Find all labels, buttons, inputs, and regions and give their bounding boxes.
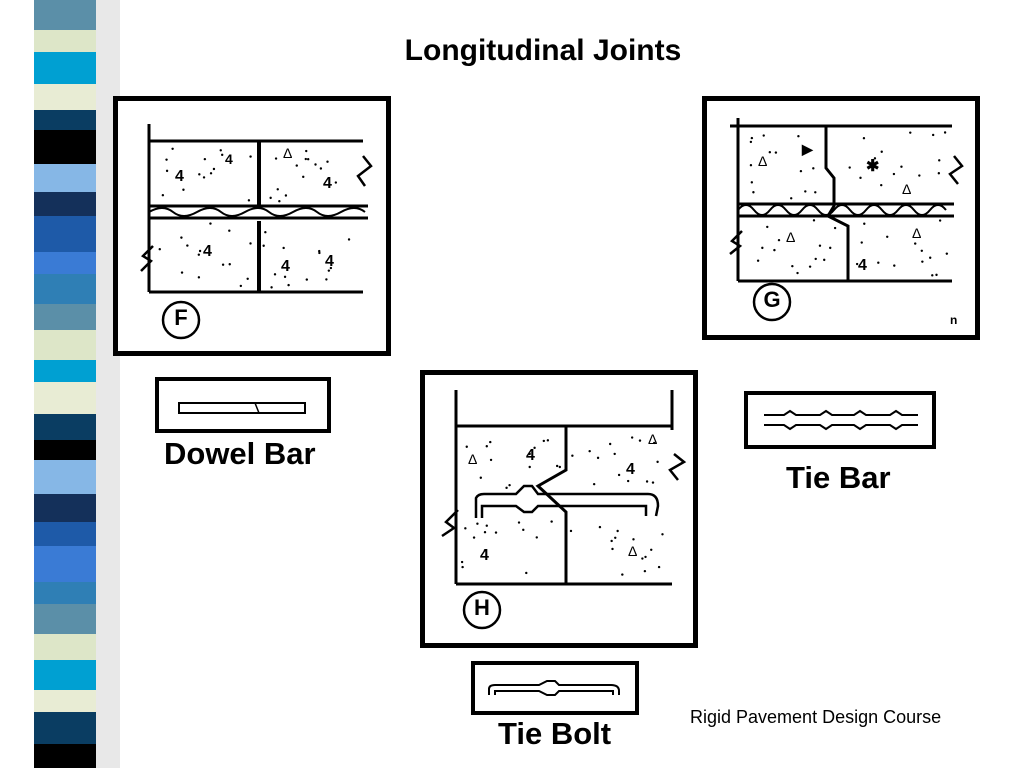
tie-bar-label: Tie Bar <box>786 460 891 495</box>
joint-f-letter: F <box>174 305 188 330</box>
tie-bolt-label: Tie Bolt <box>498 716 612 751</box>
svg-text:▶: ▶ <box>801 141 814 157</box>
joint-diagram-g: Δ ▶ ✱ Δ Δ Δ 4 n G <box>702 96 980 340</box>
svg-text:4: 4 <box>858 257 867 274</box>
joint-h-letter: H <box>474 595 490 620</box>
svg-text:4: 4 <box>281 258 290 275</box>
svg-text:n: n <box>950 313 957 327</box>
svg-text:Δ: Δ <box>628 543 637 559</box>
dowel-bar-diagram <box>155 377 331 433</box>
svg-text:Δ: Δ <box>758 153 767 169</box>
svg-text:Δ: Δ <box>902 181 911 197</box>
svg-text:4: 4 <box>480 547 489 564</box>
svg-text:Δ: Δ <box>283 145 292 161</box>
svg-text:Δ: Δ <box>468 451 477 467</box>
svg-text:4: 4 <box>225 151 233 167</box>
slide-title: Longitudinal Joints <box>404 34 682 67</box>
joint-diagram-f: 4 4 Δ 4 4 4 4 F <box>113 96 391 356</box>
joint-diagram-h: Δ 4 Δ 4 4 Δ H <box>420 370 698 648</box>
svg-text:4: 4 <box>325 253 334 270</box>
svg-text:4: 4 <box>323 175 332 192</box>
svg-text:Δ: Δ <box>786 229 795 245</box>
svg-text:Δ: Δ <box>648 431 657 447</box>
svg-text:4: 4 <box>175 168 184 185</box>
svg-text:✱: ✱ <box>866 158 879 175</box>
decorative-stripe <box>34 0 120 768</box>
joint-g-letter: G <box>763 287 781 312</box>
tie-bolt-diagram <box>471 661 639 715</box>
svg-text:4: 4 <box>203 243 212 260</box>
dowel-bar-label: Dowel Bar <box>164 436 316 471</box>
course-footer: Rigid Pavement Design Course <box>690 707 942 727</box>
svg-text:4: 4 <box>626 461 635 478</box>
tie-bar-diagram <box>744 391 936 449</box>
svg-text:Δ: Δ <box>912 225 921 241</box>
svg-text:4: 4 <box>526 447 535 464</box>
